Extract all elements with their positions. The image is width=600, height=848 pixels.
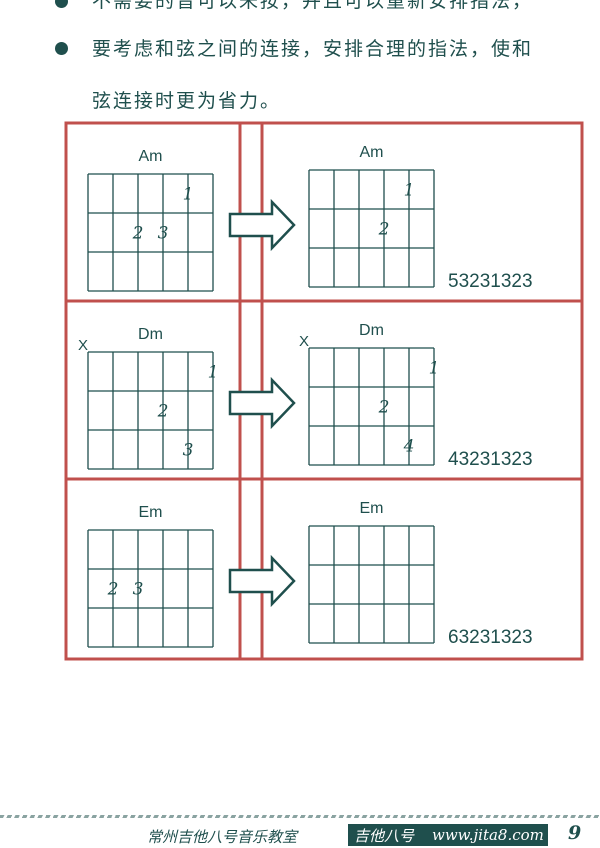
chord-name: Em <box>139 504 163 521</box>
finger-number: 2 <box>378 220 390 240</box>
finger-number: 2 <box>378 398 390 418</box>
chord-name: Am <box>360 144 384 161</box>
finger-number: 2 <box>107 580 119 600</box>
arrow-icon <box>228 554 296 608</box>
mute-mark: X <box>78 337 88 354</box>
right-chord-diagram: Em <box>308 500 435 644</box>
text-line-2a: 要考虑和弦之间的连接，安排合理的指法，使和 <box>92 38 534 60</box>
chord-name: Dm <box>138 326 163 343</box>
footer-url: www.jita8.com <box>432 826 544 844</box>
arrow-outline <box>228 376 296 430</box>
finger-number: 2 <box>157 402 169 422</box>
footer-brand-box: 吉他八号 www.jita8.com <box>348 824 548 846</box>
text-line-1: 不需要的音可以未按，并且可以重新安排指法， <box>92 0 534 12</box>
text-line-2b: 弦连接时更为省力。 <box>92 90 282 112</box>
left-chord-diagram: DmX 1 23 <box>78 326 219 470</box>
right-chord-diagram: DmX 1 24 <box>299 322 440 466</box>
finger-number: 4 <box>403 437 415 457</box>
finger-number: 1 <box>404 181 415 201</box>
chord-name: Em <box>360 500 384 517</box>
finger-number: 1 <box>208 363 219 383</box>
arrow-icon <box>228 198 296 252</box>
picking-pattern: 53231323 <box>448 271 533 292</box>
right-chord-diagram: Am 12 <box>308 144 435 288</box>
page-number: 9 <box>568 822 582 844</box>
arrow-outline <box>228 198 296 252</box>
finger-number: 3 <box>133 580 144 600</box>
arrow-outline <box>228 554 296 608</box>
finger-number: 2 <box>132 224 144 244</box>
chord-name: Am <box>139 148 163 165</box>
chord-name: Dm <box>359 322 384 339</box>
table-border <box>64 121 584 661</box>
picking-pattern: 43231323 <box>448 449 533 470</box>
mute-mark: X <box>299 333 309 350</box>
bullet-1 <box>55 0 68 8</box>
footer-brand: 吉他八号 <box>354 827 415 845</box>
finger-number: 1 <box>429 359 440 379</box>
finger-number: 3 <box>183 441 194 461</box>
bullet-2 <box>55 42 68 55</box>
footer-school: 常州吉他八号音乐教室 <box>147 828 298 846</box>
footer-rule <box>0 815 600 818</box>
arrow-icon <box>228 376 296 430</box>
picking-pattern: 63231323 <box>448 627 533 648</box>
finger-number: 3 <box>158 224 169 244</box>
finger-number: 1 <box>183 185 194 205</box>
